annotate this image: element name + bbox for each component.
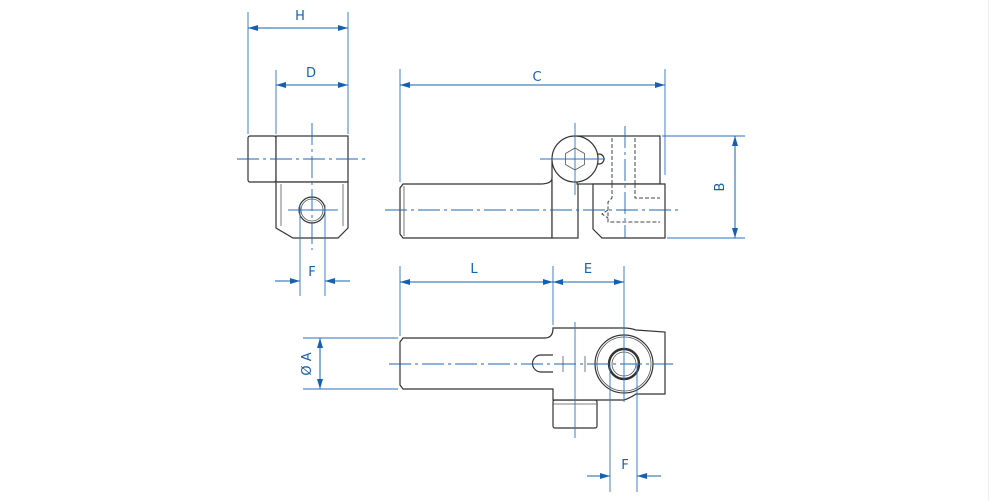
dimension-label-h: H — [295, 9, 305, 24]
dimension-d: D — [275, 66, 348, 134]
dimension-label-c: C — [532, 70, 541, 85]
dimension-label-f-top: F — [308, 265, 315, 280]
dimension-label-d: D — [306, 66, 316, 81]
dimension-label-f-bottom: F — [621, 458, 628, 473]
dimension-f-bottom: F — [587, 365, 661, 492]
dimension-label-a: Ø A — [300, 352, 315, 375]
dimension-h: H — [247, 9, 349, 134]
dimension-b: B — [662, 135, 745, 239]
dimension-l: L — [399, 262, 554, 336]
side-view — [385, 123, 680, 239]
dimension-label-b: B — [713, 183, 728, 192]
dimension-label-l: L — [470, 262, 478, 277]
dimension-c: C — [399, 69, 666, 182]
dimension-a: Ø A — [300, 337, 398, 390]
dimension-label-e: E — [584, 262, 592, 277]
dimension-f-top: F — [275, 205, 350, 296]
end-view — [237, 123, 368, 250]
dimension-e: E — [553, 262, 625, 402]
top-view — [389, 322, 673, 438]
